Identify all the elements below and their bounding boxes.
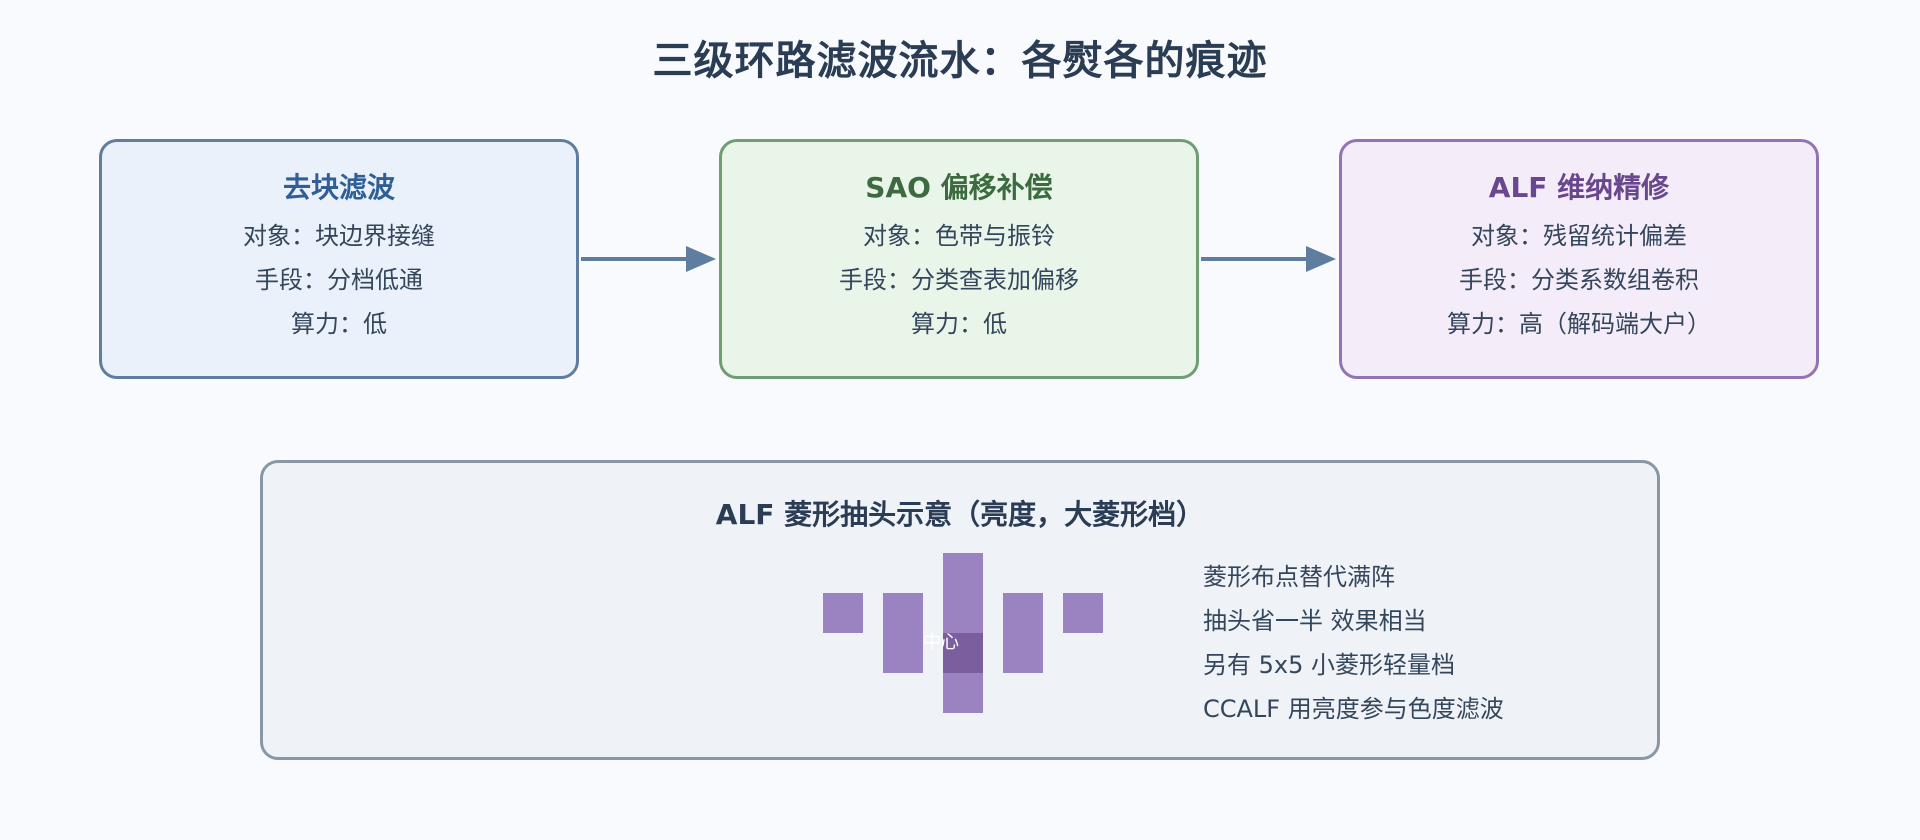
- arrow-head-icon: [1306, 246, 1336, 272]
- note-item: 另有 5x5 小菱形轻量档: [1203, 651, 1455, 679]
- filter-tap: [1063, 593, 1103, 633]
- arrow-head-icon: [686, 246, 716, 272]
- filter-tap: [943, 553, 983, 633]
- stage-alf: ALF 维纳精修 对象：残留统计偏差 手段：分类系数组卷积 算力：高（解码端大户…: [1339, 139, 1819, 379]
- stage-compute: 算力：高（解码端大户）: [1447, 310, 1711, 338]
- note-item: 菱形布点替代满阵: [1203, 563, 1395, 591]
- stage-target: 对象：色带与振铃: [863, 222, 1055, 250]
- diagram-title: 三级环路滤波流水：各熨各的痕迹: [652, 38, 1268, 84]
- stage-method: 手段：分类查表加偏移: [839, 266, 1079, 294]
- center-label: 中心: [923, 632, 959, 653]
- note-item: CCALF 用亮度参与色度滤波: [1203, 695, 1504, 723]
- panel-title: ALF 菱形抽头示意（亮度，大菱形档）: [715, 498, 1205, 531]
- filter-tap: [883, 593, 923, 673]
- stage-method: 手段：分档低通: [255, 266, 423, 294]
- filter-tap: [943, 673, 983, 713]
- note-item: 抽头省一半 效果相当: [1203, 607, 1427, 635]
- stage-compute: 算力：低: [291, 310, 387, 338]
- diamond-tap-diagram: 中心: [823, 553, 1123, 723]
- filter-tap: [823, 593, 863, 633]
- alf-diamond-panel: ALF 菱形抽头示意（亮度，大菱形档） 中心 菱形布点替代满阵 抽头省一半 效果…: [260, 460, 1660, 760]
- stage-target: 对象：块边界接缝: [243, 222, 435, 250]
- stage-title: 去块滤波: [282, 171, 395, 204]
- stage-sao: SAO 偏移补偿 对象：色带与振铃 手段：分类查表加偏移 算力：低: [719, 139, 1199, 379]
- stage-compute: 算力：低: [911, 310, 1007, 338]
- stage-deblocking: 去块滤波 对象：块边界接缝 手段：分档低通 算力：低: [99, 139, 579, 379]
- alf-notes: 菱形布点替代满阵 抽头省一半 效果相当 另有 5x5 小菱形轻量档 CCALF …: [1203, 555, 1504, 731]
- stage-method: 手段：分类系数组卷积: [1459, 266, 1699, 294]
- center-tap: [943, 633, 983, 673]
- stage-title: SAO 偏移补偿: [865, 171, 1053, 204]
- stage-target: 对象：残留统计偏差: [1471, 222, 1687, 250]
- stage-title: ALF 维纳精修: [1488, 171, 1670, 204]
- filter-tap: [1003, 593, 1043, 673]
